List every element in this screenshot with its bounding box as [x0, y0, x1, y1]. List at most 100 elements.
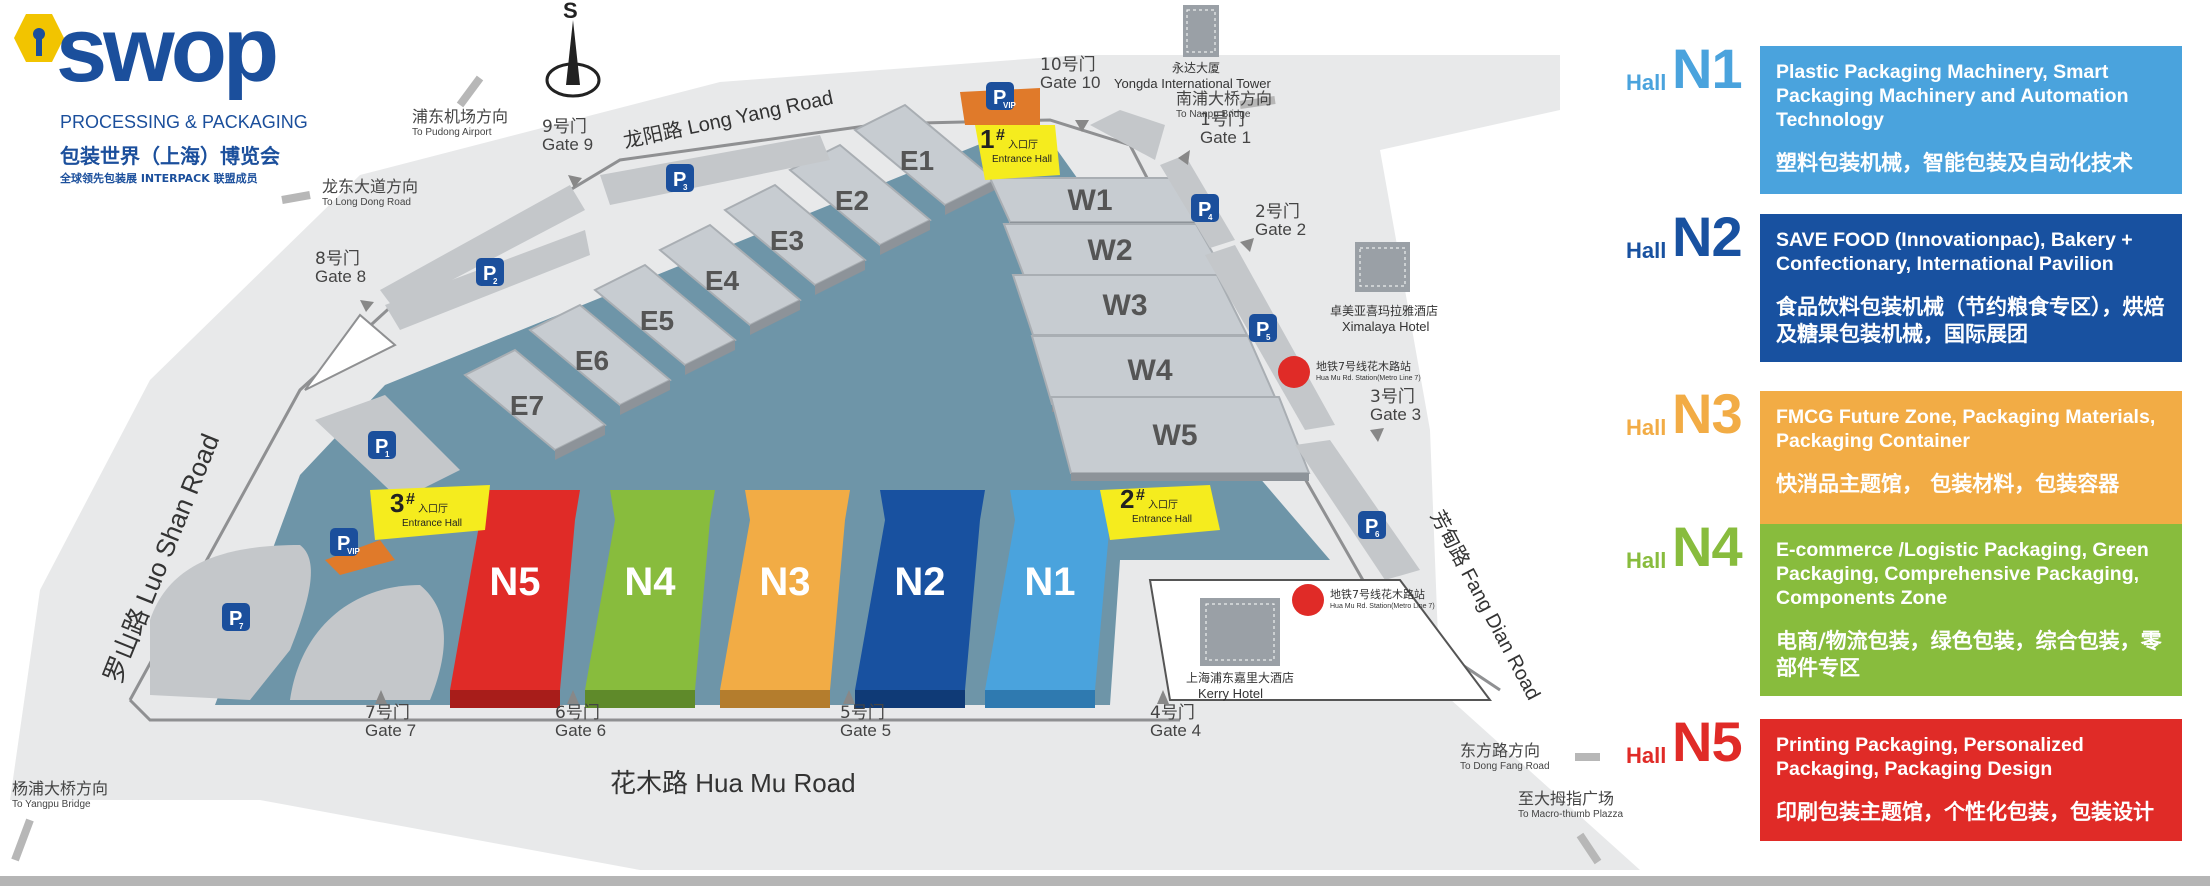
parking-letter: P [229, 608, 242, 630]
legend-hall-number: N4 [1672, 515, 1743, 578]
hotel-en: Kerry Hotel [1198, 686, 1263, 701]
hall-w3-label: W3 [1103, 289, 1148, 322]
parking-badge [1358, 511, 1386, 539]
direction-arrows [11, 75, 1602, 865]
building-icon [1183, 5, 1219, 57]
direction-cn: 杨浦大桥方向 [12, 779, 108, 798]
metro-cn: 地铁7号线花木路站 [1316, 359, 1411, 373]
gate-en: Gate 10 [1040, 73, 1101, 92]
entrance-cn: 入口厅 [1148, 500, 1178, 511]
parking-letter: P [483, 263, 496, 285]
parking-lot-p6 [1295, 440, 1420, 580]
building-icon [1200, 598, 1280, 666]
parking-number: 4 [1208, 213, 1213, 222]
building-icon [1355, 242, 1410, 292]
hall-side [945, 180, 995, 215]
direction-cn: 至大拇指广场 [1518, 789, 1614, 808]
direction-cn: 南浦大桥方向 [1176, 89, 1272, 108]
entrance-hall-1-shape [975, 125, 1060, 180]
hall-e7-label: E7 [510, 390, 544, 421]
parking-letter: P [1365, 516, 1378, 538]
triangle-lot [304, 313, 397, 391]
legend-description-box: Printing Packaging, Personalized Packagi… [1760, 719, 2182, 841]
hotel-en: Ximalaya Hotel [1342, 319, 1430, 334]
compass-icon [545, 20, 601, 98]
parking-number: 5 [1266, 333, 1271, 342]
hall-n5-label: N5 [489, 560, 540, 604]
legend-cn-text: 塑料包装机械，智能包装及自动化技术 [1776, 151, 2133, 175]
legend-hall-word: Hall [1626, 415, 1667, 440]
road-hua-mu: 花木路 Hua Mu Road [610, 768, 856, 798]
legend-en-text: SAVE FOOD (Innovationpac), Bakery + Conf… [1776, 229, 2133, 275]
parking-number: 7 [239, 622, 244, 631]
bottom-bar [0, 876, 2210, 886]
parking-icon: P5 [1249, 314, 1277, 342]
entrance-number: 1 [980, 124, 994, 154]
hall-n2-label: N2 [894, 560, 945, 604]
hall-n3-label: N3 [759, 560, 810, 604]
parking-badge [330, 528, 358, 556]
legend-cn-text: 快消品主题馆， 包装材料，包装容器 [1776, 472, 2120, 496]
metro-cn: 地铁7号线花木路站 [1330, 587, 1425, 601]
hall-w5-label: W5 [1153, 419, 1198, 452]
metro-icon [1278, 356, 1310, 388]
parking-badge [1191, 194, 1219, 222]
gate-cn: 2号门 [1255, 202, 1300, 222]
parking-letter: P [375, 436, 388, 458]
legend-description-box: SAVE FOOD (Innovationpac), Bakery + Conf… [1760, 214, 2182, 362]
parking-badge [1249, 314, 1277, 342]
hall-n4-label: N4 [624, 560, 676, 604]
hotel-cn: 卓美亚喜玛拉雅酒店 [1330, 303, 1438, 318]
brand-tagline: PROCESSING & PACKAGING [60, 112, 308, 132]
hall-side [555, 425, 605, 460]
gate-en: Gate 2 [1255, 220, 1306, 239]
parking-letter: P [993, 87, 1006, 109]
direction-cn: 东方路方向 [1460, 741, 1540, 760]
entrance-mark: # [406, 491, 415, 508]
parking-number: 2 [493, 277, 498, 286]
legend-description-box: Plastic Packaging Machinery, Smart Packa… [1760, 46, 2182, 194]
hall-n1-shape [985, 490, 1115, 690]
direction-en: To Yangpu Bridge [12, 799, 91, 810]
legend-hall-number: N2 [1672, 205, 1743, 268]
gate-en: Gate 8 [315, 267, 366, 286]
parking-lot-p3 [600, 135, 830, 205]
direction-en: To Nanpu Bridge [1176, 109, 1251, 120]
hall-e4-label: E4 [705, 265, 740, 296]
parking-number: 6 [1375, 530, 1380, 539]
gate-en: Gate 1 [1200, 128, 1251, 147]
direction-en: To Long Dong Road [322, 197, 411, 208]
entrance-en: Entrance Hall [402, 518, 462, 529]
parking-number: VIP [347, 547, 361, 556]
legend-hall-number: N1 [1672, 37, 1743, 100]
hall-side [880, 220, 930, 255]
parking-number: VIP [1003, 101, 1017, 110]
road-line [128, 698, 1180, 722]
hall-side [450, 690, 560, 708]
hall-side [815, 260, 865, 295]
compass-label: S [563, 0, 578, 23]
legend-en-text: Printing Packaging, Personalized Packagi… [1776, 734, 2084, 780]
legend-cn-text: 印刷包装主题馆，个性化包装，包装设计 [1776, 800, 2154, 824]
parking-badge [476, 258, 504, 286]
direction-en: To Pudong Airport [412, 127, 492, 138]
gate-cn: 1号门 [1200, 110, 1245, 130]
gate-en: Gate 6 [555, 721, 606, 740]
hall-e6-label: E6 [575, 345, 609, 376]
hall-side [620, 380, 670, 415]
north-road-strip [1090, 110, 1165, 160]
hall-e3-label: E3 [770, 225, 804, 256]
